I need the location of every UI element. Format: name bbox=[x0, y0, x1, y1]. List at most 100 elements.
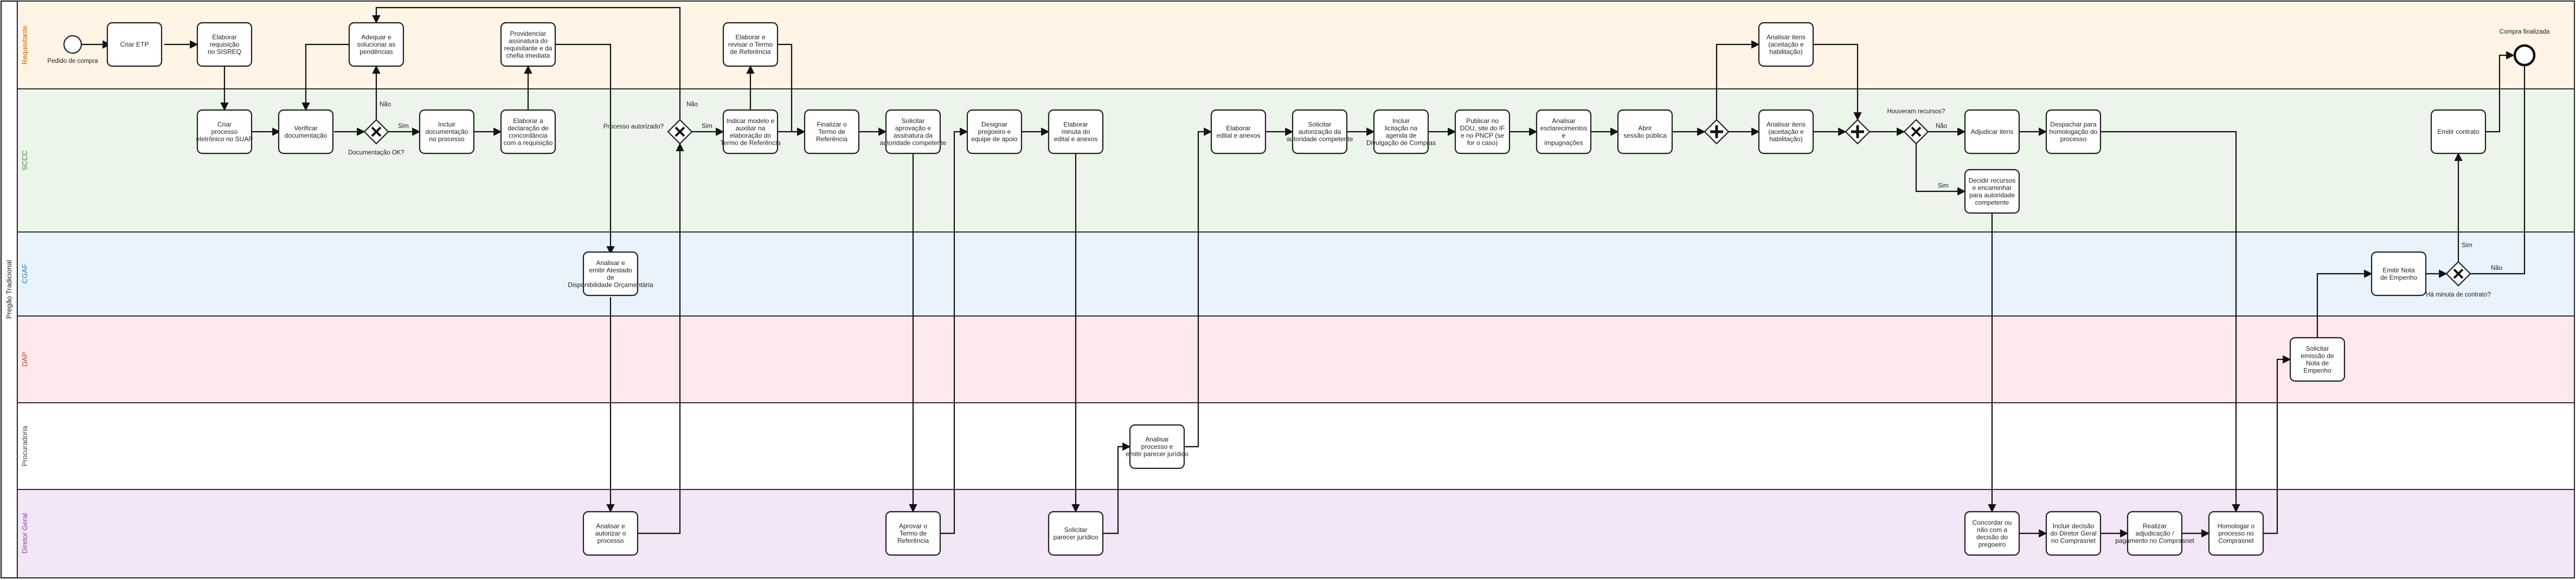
task-box bbox=[2289, 337, 2346, 382]
task-box bbox=[2045, 511, 2102, 556]
task-box bbox=[582, 511, 639, 556]
task-box bbox=[885, 109, 941, 154]
parallel-gateway-join bbox=[1845, 119, 1871, 145]
task-box bbox=[2208, 511, 2264, 556]
task-box bbox=[1617, 109, 1673, 154]
gateway-houveram-recursos-label: Houveram recursos? bbox=[1887, 108, 1945, 115]
flow-label-nao: Não bbox=[2491, 265, 2502, 272]
gateway-ha-minuta-label: Há minuta de contrato? bbox=[2426, 292, 2491, 298]
task-box bbox=[348, 22, 404, 67]
flow-label-nao: Não bbox=[1936, 123, 1947, 130]
gateway-processo-autorizado-label: Processo autorizado? bbox=[603, 124, 664, 130]
lane-label-cgaf: CGAF bbox=[21, 264, 29, 283]
lane-label-procuradoria: Procuradoria bbox=[21, 426, 29, 466]
lane-procuradoria: Procuradoria bbox=[17, 402, 2575, 490]
flow-label-nao: Não bbox=[686, 101, 698, 108]
task-box bbox=[1292, 109, 1348, 154]
task-box bbox=[2127, 511, 2183, 556]
gateway-houveram-recursos: Houveram recursos? bbox=[1887, 108, 1945, 145]
task-box bbox=[1129, 424, 1185, 469]
task-box bbox=[1964, 169, 2020, 214]
task-box bbox=[196, 22, 253, 67]
task-box bbox=[1048, 511, 1104, 556]
task-adjudicar: Adjudicar itens bbox=[1964, 109, 2020, 154]
lane-label-diretor-geral: Diretor Geral bbox=[21, 513, 29, 554]
start-event-label: Pedido de compra bbox=[47, 58, 98, 65]
task-label: Adjudicar itens bbox=[1971, 128, 2014, 136]
task-box bbox=[804, 109, 860, 154]
task-box bbox=[2430, 109, 2487, 154]
pool-label: Pregão Tradicional bbox=[5, 260, 13, 319]
parallel-gateway-split bbox=[1704, 119, 1730, 145]
sequence-flows bbox=[80, 7, 2529, 538]
lane-dap: DAP bbox=[17, 315, 2575, 403]
task-box bbox=[500, 22, 556, 67]
task-box bbox=[500, 109, 556, 154]
task-box bbox=[419, 109, 475, 154]
task-box bbox=[1758, 109, 1814, 154]
task-box bbox=[966, 109, 1023, 154]
task-box bbox=[1758, 22, 1814, 67]
lane-cgaf: CGAF bbox=[17, 231, 2575, 317]
task-box bbox=[196, 109, 253, 154]
lane-label-dap: DAP bbox=[21, 352, 29, 367]
task-box bbox=[1964, 109, 2020, 154]
task-box bbox=[1373, 109, 1429, 154]
task-box bbox=[722, 22, 779, 67]
task-box bbox=[582, 251, 639, 297]
task-box bbox=[2045, 109, 2102, 154]
